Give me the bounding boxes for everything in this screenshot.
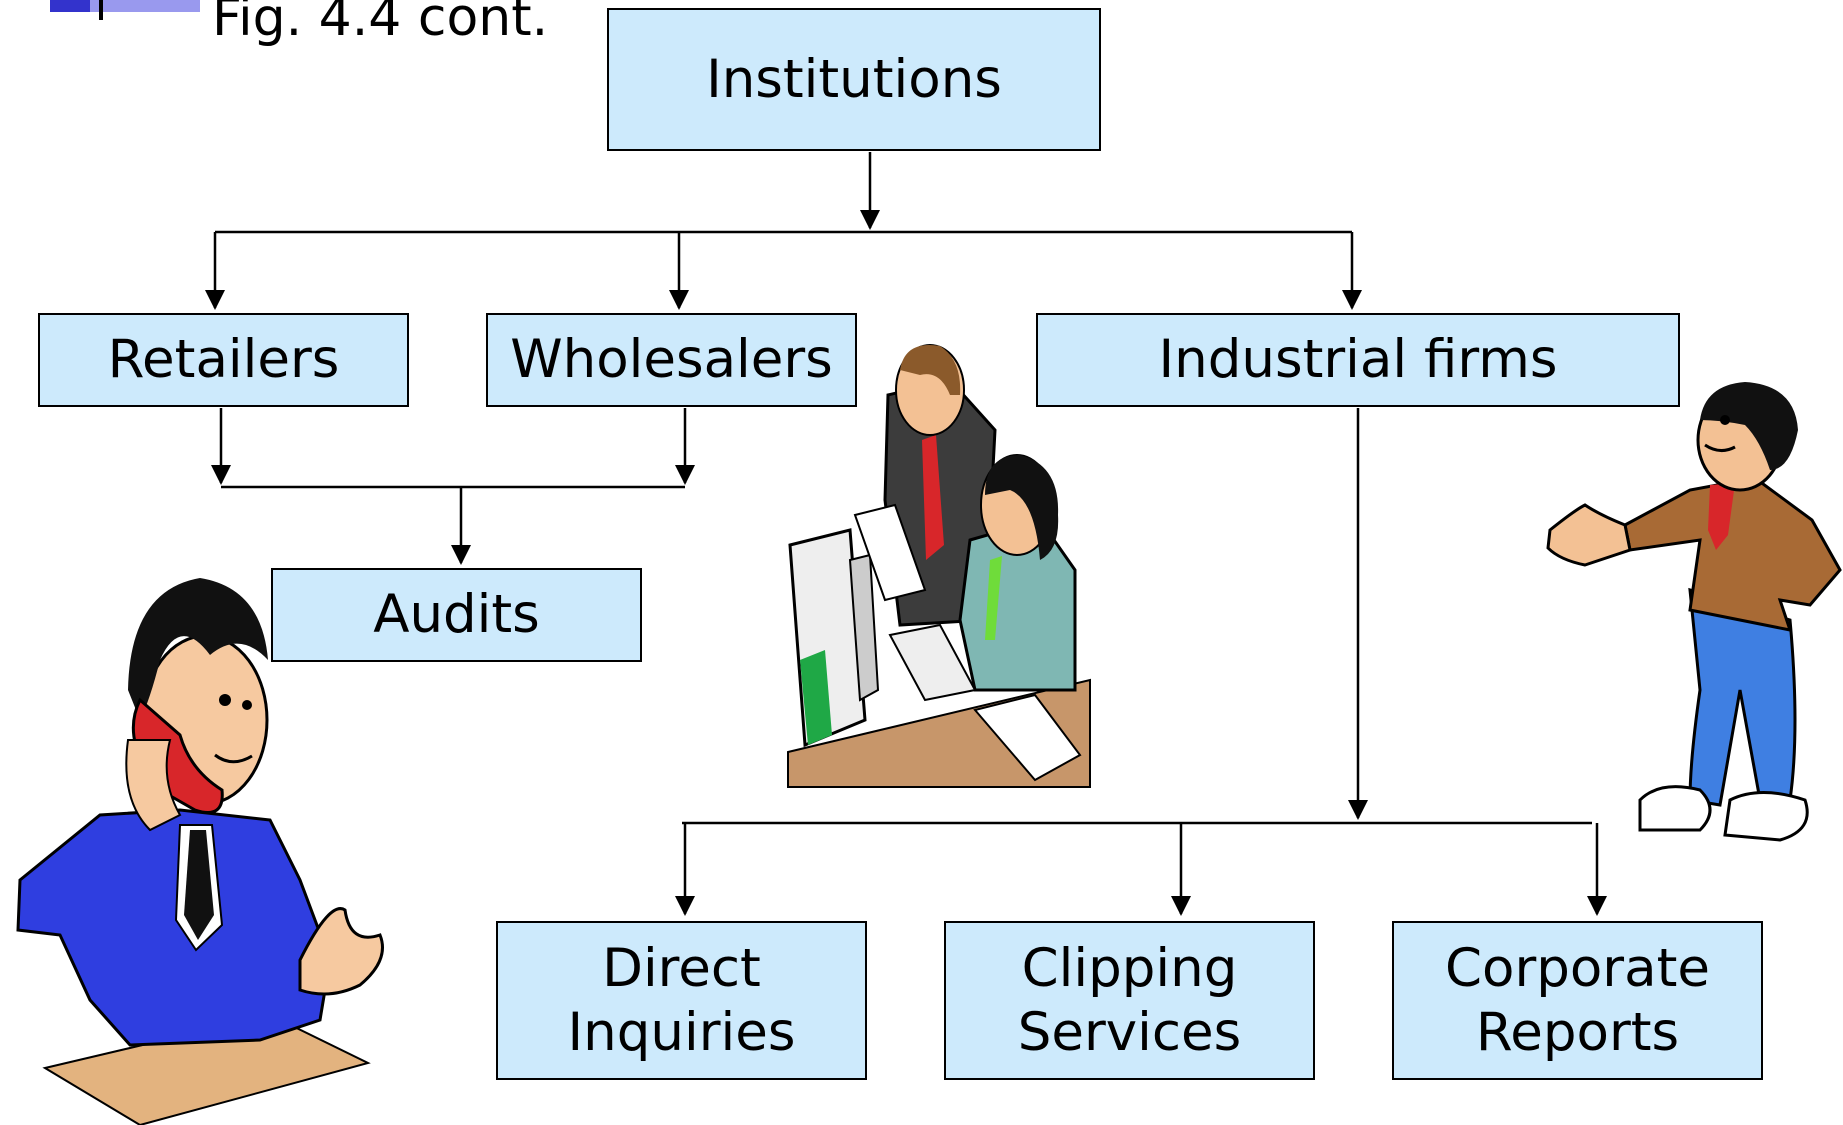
man-gesturing-clipart (1546, 382, 1842, 842)
figure-title: Fig. 4.4 cont. (212, 0, 549, 48)
node-institutions: Institutions (607, 8, 1101, 151)
node-clipping-services-line2: Services (1017, 1001, 1242, 1063)
node-audits-label: Audits (373, 584, 540, 645)
node-industrial-firms-label: Industrial firms (1158, 329, 1558, 390)
node-clipping-services-line1: Clipping (1021, 937, 1238, 999)
node-direct-inquiries: Direct Inquiries (496, 921, 867, 1080)
man-on-phone-clipart (16, 578, 384, 1125)
node-corporate-reports: Corporate Reports (1392, 921, 1763, 1080)
office-workers-at-computer-clipart (787, 344, 1091, 788)
node-audits: Audits (271, 568, 642, 662)
node-corporate-reports-line2: Reports (1475, 1001, 1680, 1063)
node-wholesalers-label: Wholesalers (510, 329, 833, 390)
node-wholesalers: Wholesalers (486, 313, 857, 407)
node-industrial-firms: Industrial firms (1036, 313, 1680, 407)
node-direct-inquiries-line1: Direct (602, 937, 761, 999)
slide-bullet-icon (50, 0, 200, 20)
node-corporate-reports-line1: Corporate (1445, 937, 1710, 999)
node-direct-inquiries-line2: Inquiries (567, 1001, 796, 1063)
connector-lines (205, 152, 1607, 916)
node-retailers-label: Retailers (107, 329, 340, 390)
node-clipping-services: Clipping Services (944, 921, 1315, 1080)
node-retailers: Retailers (38, 313, 409, 407)
node-institutions-label: Institutions (706, 48, 1002, 110)
